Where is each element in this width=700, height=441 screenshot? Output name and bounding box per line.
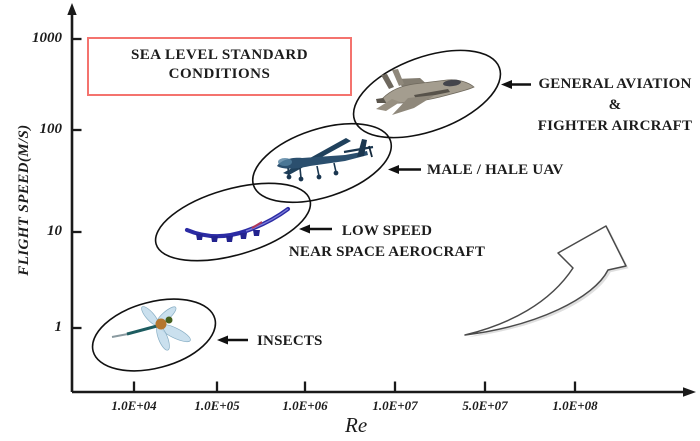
male-hale-ellipse: [251, 122, 393, 204]
condition-box-line2: CONDITIONS: [168, 66, 271, 82]
uav-fuselage: [277, 151, 368, 169]
dragonfly-head: [165, 316, 173, 324]
y-tick-100: 100: [39, 121, 63, 137]
x-axis-ticks: [132, 381, 577, 391]
near-space-label-line2: NEAR SPACE AEROCRAFT: [288, 244, 486, 260]
uav-landing-gear: [286, 162, 339, 182]
x-tick-5e7: 5.0E+07: [462, 398, 508, 413]
general-aviation-label-line2: &: [608, 97, 622, 113]
near-space-label-line1: LOW SPEED: [341, 223, 433, 239]
general-aviation-label-line3: FIGHTER AIRCRAFT: [537, 118, 693, 134]
x-tick-1e8: 1.0E+08: [552, 398, 598, 413]
dragonfly-tail: [111, 333, 129, 338]
x-tick-1e6: 1.0E+06: [282, 398, 328, 413]
dragonfly-body: [126, 324, 158, 336]
y-tick-10: 10: [47, 223, 62, 239]
x-tick-1e7: 1.0E+07: [372, 398, 418, 413]
fighter-stabilator: [376, 99, 400, 111]
male-hale-label: MALE / HALE UAV: [427, 162, 564, 178]
general-aviation-label: GENERAL AVIATION & FIGHTER AIRCRAFT: [527, 74, 700, 137]
y-tick-1: 1: [54, 319, 63, 335]
x-axis-arrowhead-icon: [683, 387, 696, 397]
fighter-near-wing: [392, 95, 435, 115]
x-tick-1e5: 1.0E+05: [194, 398, 240, 413]
y-axis-arrowhead-icon: [67, 3, 77, 15]
x-tick-1e4: 1.0E+04: [111, 398, 157, 413]
dragonfly-image: [111, 306, 191, 351]
uav-drone-image: [277, 138, 374, 182]
y-tick-1000: 1000: [32, 30, 62, 46]
fighter-far-tail: [392, 69, 404, 86]
regime-ellipses: [91, 49, 502, 372]
dragonfly-thorax: [155, 318, 167, 330]
fighter-near-tail: [381, 74, 394, 89]
near-space-arrow-icon: [299, 224, 332, 234]
pointer-arrows: [217, 80, 531, 345]
general-aviation-label-line1: GENERAL AVIATION: [538, 76, 692, 92]
insects-ellipse: [91, 298, 217, 372]
insects-label: INSECTS: [257, 333, 323, 349]
general-aviation-arrow-icon: [501, 80, 531, 89]
y-axis-ticks: [73, 37, 82, 330]
axes: [67, 3, 696, 397]
solar-wing-pylons: [196, 230, 260, 242]
solar-wing-uav-image: [184, 206, 291, 242]
male-hale-arrow-icon: [388, 165, 421, 174]
condition-box: SEA LEVEL STANDARD CONDITIONS: [87, 37, 352, 96]
condition-box-line1: SEA LEVEL STANDARD: [130, 47, 309, 63]
near-space-ellipse: [154, 182, 312, 262]
x-axis-title: Re: [345, 413, 368, 437]
fighter-exhaust: [376, 98, 386, 103]
fighter-ellipse: [352, 49, 502, 139]
upward-curved-arrow-icon: [464, 225, 629, 338]
insects-arrow-icon: [217, 335, 248, 345]
near-space-label: LOW SPEED NEAR SPACE AEROCRAFT: [282, 221, 492, 263]
fighter-canopy: [443, 79, 461, 87]
fighter-jet-image: [376, 69, 475, 115]
